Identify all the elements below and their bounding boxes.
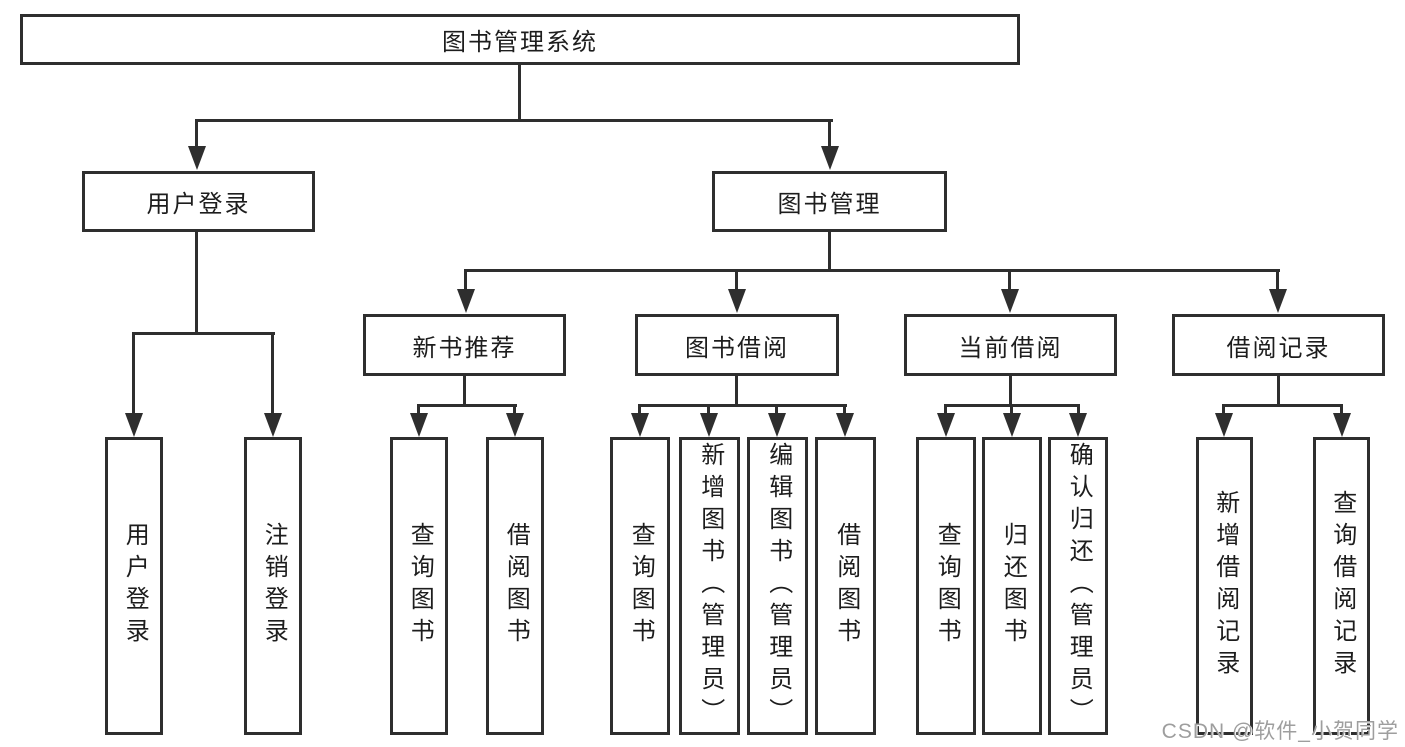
connector-line <box>464 269 467 293</box>
node-label: 图书管理系统 <box>442 29 598 56</box>
connector-line <box>638 404 641 416</box>
arrow-down-icon <box>457 289 475 313</box>
node-book-management: 图书管理 <box>712 171 947 232</box>
arrow-down-icon <box>728 289 746 313</box>
node-label: 新书推荐 <box>412 334 517 362</box>
arrow-down-icon <box>264 413 282 437</box>
connector-line <box>828 119 831 151</box>
connector-line <box>735 269 738 293</box>
node-user-login-leaf: 用户登录 <box>105 437 163 735</box>
node-query-books-recommend: 查询图书 <box>390 437 448 735</box>
connector-line <box>195 119 198 151</box>
node-add-borrow-record: 新增借阅记录 <box>1196 437 1253 735</box>
node-new-book-recommendation: 新书推荐 <box>363 314 566 376</box>
node-query-books-borrow: 查询图书 <box>610 437 670 735</box>
node-query-books-current: 查询图书 <box>916 437 976 735</box>
arrow-down-icon <box>821 146 839 170</box>
node-query-borrow-record: 查询借阅记录 <box>1313 437 1370 735</box>
arrow-down-icon <box>1003 413 1021 437</box>
connector-line <box>132 332 135 416</box>
connector-line <box>828 231 831 272</box>
connector-line <box>463 376 466 407</box>
node-label: 注销登录 <box>260 522 288 650</box>
node-label: 借阅图书 <box>832 522 860 650</box>
arrow-down-icon <box>188 146 206 170</box>
arrow-down-icon <box>410 413 428 437</box>
connector-line <box>1009 376 1012 407</box>
node-label: 确认归还（管理员） <box>1065 442 1093 730</box>
connector-line <box>1222 404 1343 407</box>
connector-line <box>518 64 521 121</box>
node-label: 查询图书 <box>406 522 434 650</box>
node-label: 编辑图书（管理员） <box>764 442 792 730</box>
node-user-login: 用户登录 <box>82 171 315 232</box>
node-label: 查询图书 <box>933 522 961 650</box>
node-label: 借阅图书 <box>502 522 530 650</box>
node-label: 用户登录 <box>121 522 149 650</box>
connector-line <box>1277 376 1280 407</box>
node-confirm-return-admin: 确认归还（管理员） <box>1048 437 1108 735</box>
node-label: 图书管理 <box>777 191 882 218</box>
connector-line <box>417 404 517 407</box>
arrow-down-icon <box>631 413 649 437</box>
connector-line <box>707 404 710 416</box>
connector-line <box>1222 404 1225 416</box>
node-label: 用户登录 <box>146 191 251 218</box>
connector-line <box>464 269 1280 272</box>
connector-line <box>417 404 420 416</box>
connector-line <box>271 332 274 416</box>
node-borrowing-records: 借阅记录 <box>1172 314 1385 376</box>
arrow-down-icon <box>1069 413 1087 437</box>
node-borrow-books-recommend: 借阅图书 <box>486 437 544 735</box>
node-current-borrowing: 当前借阅 <box>904 314 1117 376</box>
watermark: CSDN @软件_小贺同学 <box>1161 720 1399 743</box>
node-edit-book-admin: 编辑图书（管理员） <box>747 437 808 735</box>
node-label: 归还图书 <box>999 522 1027 650</box>
node-label: 借阅记录 <box>1226 334 1331 362</box>
node-label: 查询图书 <box>627 522 655 650</box>
arrow-down-icon <box>1215 413 1233 437</box>
arrow-down-icon <box>937 413 955 437</box>
arrow-down-icon <box>1269 289 1287 313</box>
connector-line <box>638 404 847 407</box>
node-book-management-system: 图书管理系统 <box>20 14 1020 65</box>
node-borrow-books: 借阅图书 <box>815 437 876 735</box>
arrow-down-icon <box>125 413 143 437</box>
connector-line <box>195 231 198 335</box>
node-label: 当前借阅 <box>958 334 1063 362</box>
node-label: 新增借阅记录 <box>1211 490 1239 682</box>
connector-line <box>944 404 947 416</box>
connector-line <box>1276 269 1279 293</box>
arrow-down-icon <box>1333 413 1351 437</box>
arrow-down-icon <box>1001 289 1019 313</box>
arrow-down-icon <box>506 413 524 437</box>
connector-line <box>132 332 275 335</box>
node-return-books: 归还图书 <box>982 437 1042 735</box>
connector-line <box>1077 404 1080 416</box>
connector-line <box>843 404 846 416</box>
node-add-book-admin: 新增图书（管理员） <box>679 437 740 735</box>
connector-line <box>1010 404 1013 416</box>
connector-line <box>1008 269 1011 293</box>
arrow-down-icon <box>768 413 786 437</box>
connector-line <box>196 119 833 122</box>
node-logout: 注销登录 <box>244 437 302 735</box>
connector-line <box>513 404 516 416</box>
node-label: 新增图书（管理员） <box>696 442 724 730</box>
node-book-borrowing: 图书借阅 <box>635 314 839 376</box>
connector-line <box>775 404 778 416</box>
arrow-down-icon <box>700 413 718 437</box>
arrow-down-icon <box>836 413 854 437</box>
node-label: 查询借阅记录 <box>1328 490 1356 682</box>
connector-line <box>1340 404 1343 416</box>
node-label: 图书借阅 <box>685 334 789 362</box>
connector-line <box>735 376 738 407</box>
